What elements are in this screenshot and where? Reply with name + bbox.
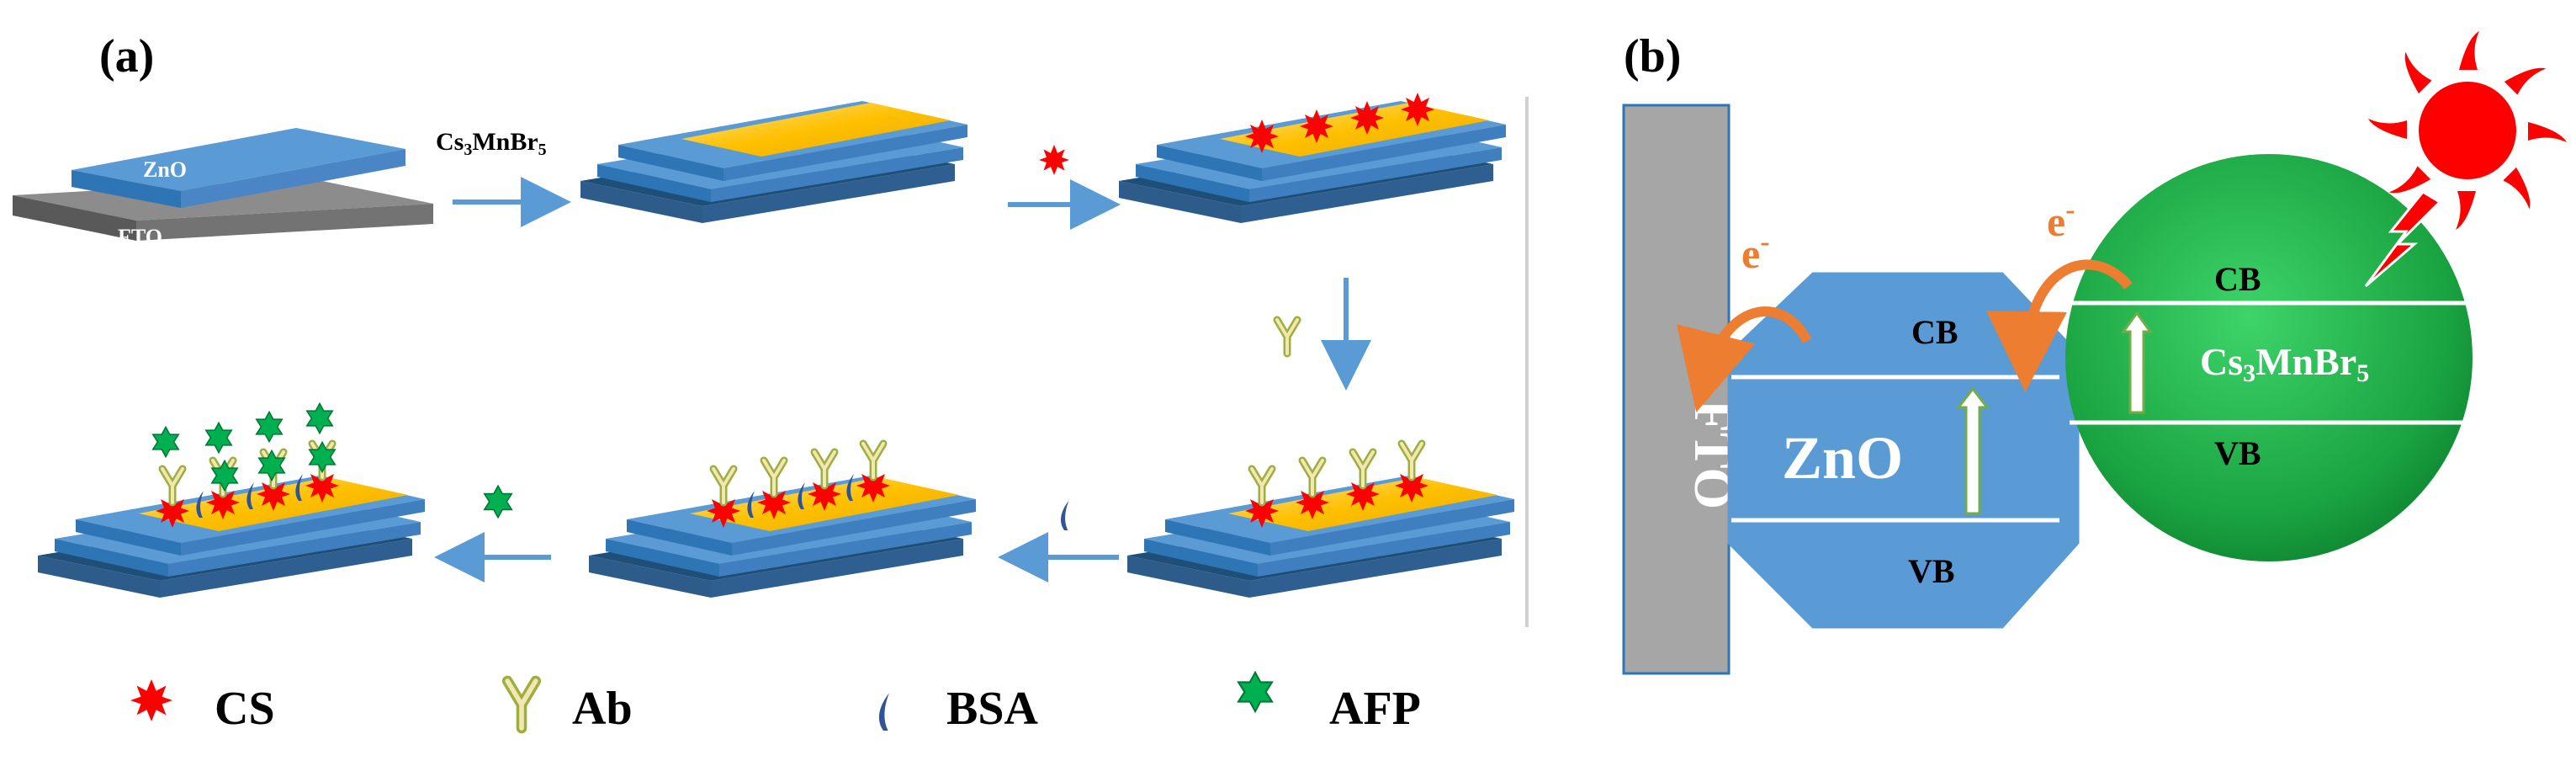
legend: CS Ab BSA AFP xyxy=(130,671,1421,735)
cs-reagent-icon xyxy=(1039,145,1069,175)
legend-cs-label: CS xyxy=(215,683,275,735)
electrode-with-cs xyxy=(1119,93,1506,223)
electrode-with-bsa xyxy=(589,444,976,598)
cs-cb-label: CB xyxy=(2214,260,2261,298)
legend-afp-label: AFP xyxy=(1329,683,1421,735)
sun-icon xyxy=(2368,31,2567,230)
cs3mnbr5-label: Cs3MnBr5 xyxy=(2200,340,2369,387)
ab-reagent-icon xyxy=(1277,320,1297,354)
fto-electrode xyxy=(1622,104,1731,675)
zno-label: ZnO xyxy=(1782,424,1903,492)
afp-reagent-icon xyxy=(483,485,513,519)
electrode-with-ab xyxy=(1127,444,1514,598)
light-bolt-icon xyxy=(2364,190,2442,288)
electron-transfer-cs-to-zno xyxy=(1986,259,2133,392)
zno-excitation-arrow xyxy=(1955,386,1990,515)
legend-cs-icon xyxy=(130,679,172,721)
electrode-with-afp xyxy=(38,402,425,598)
legend-ab-icon xyxy=(507,681,536,728)
cs-excitation-arrow xyxy=(2121,311,2153,414)
panel-a-label: (a) xyxy=(99,30,154,82)
reagent-cs3mnbr5-label: Cs3MnBr5 xyxy=(436,128,547,159)
electron-label-2: e- xyxy=(2047,194,2075,245)
zno-layer-label: ZnO xyxy=(143,157,187,182)
electrode-perovskite xyxy=(580,101,967,223)
bsa-reagent-icon xyxy=(1061,500,1069,530)
legend-bsa-label: BSA xyxy=(946,683,1038,735)
electron-label-1: e- xyxy=(1741,226,1770,277)
legend-afp-icon xyxy=(1238,671,1273,713)
legend-ab-label: Ab xyxy=(572,683,633,735)
legend-bsa-icon xyxy=(878,693,889,731)
panel-b-label: (b) xyxy=(1624,30,1681,82)
electron-transfer-zno-to-fto xyxy=(1677,306,1812,412)
fto-layer-label: FTO xyxy=(118,225,162,249)
electrode-fto-zno: ZnO FTO xyxy=(13,128,433,249)
zno-cb-label: CB xyxy=(1911,313,1959,351)
cs-vb-label: VB xyxy=(2214,434,2261,472)
cs3mnbr5-sphere xyxy=(2065,154,2473,561)
zno-vb-label: VB xyxy=(1908,552,1955,590)
